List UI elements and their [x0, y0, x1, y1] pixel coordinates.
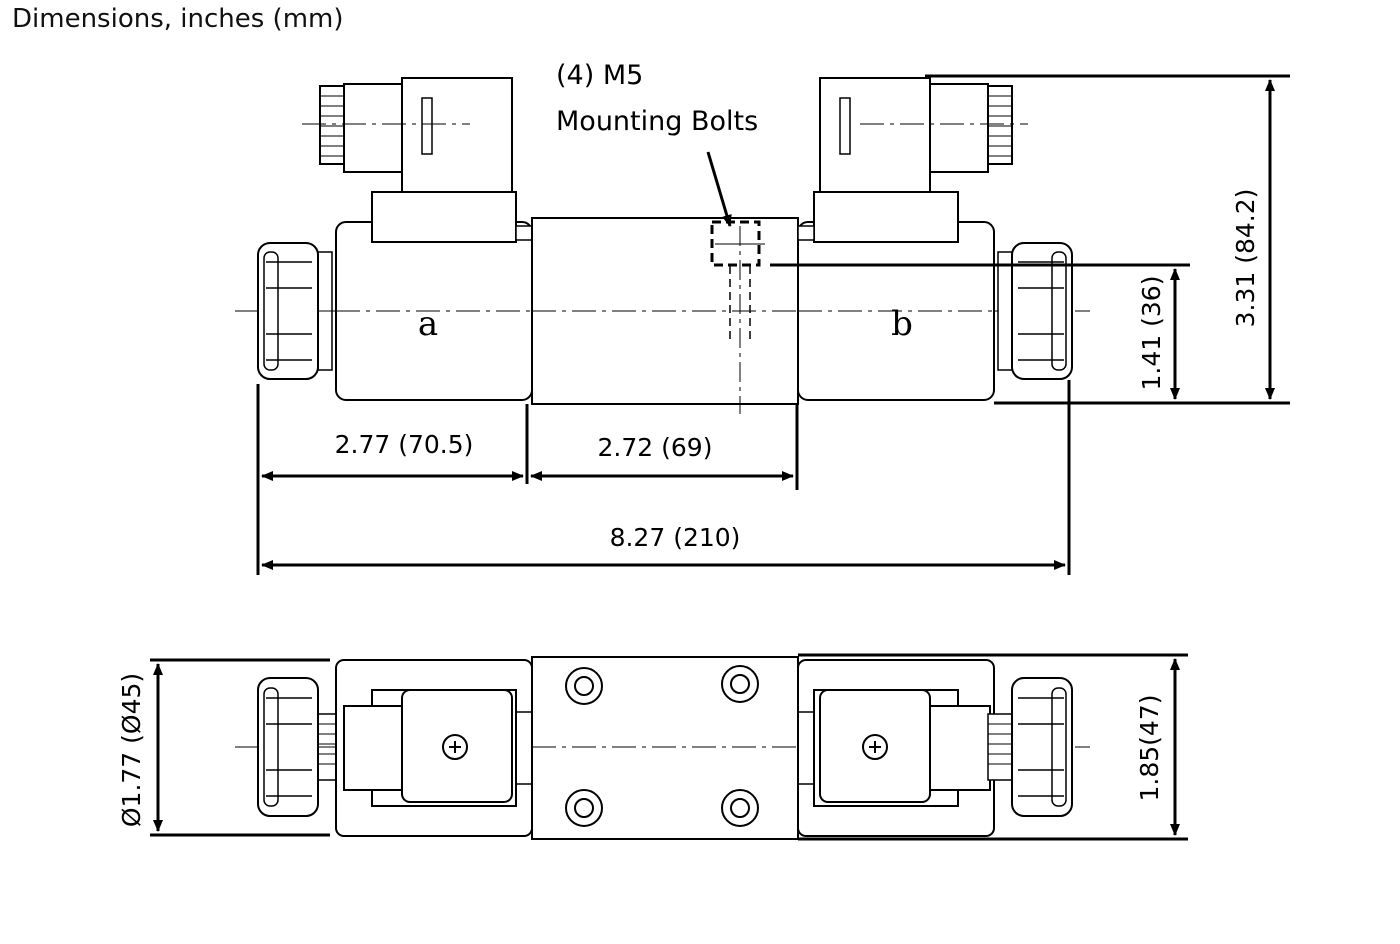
top-view	[235, 656, 1090, 840]
page-title: Dimensions, inches (mm)	[12, 4, 344, 34]
callout-leader	[706, 151, 732, 227]
dim-width-label: 1.85(47)	[1135, 695, 1164, 802]
callout-line-2: Mounting Bolts	[556, 106, 758, 137]
left-connector-base	[371, 191, 517, 243]
mounting-bolt-holes	[565, 665, 759, 827]
left-connector-plug	[302, 77, 513, 193]
front-view	[235, 77, 1090, 414]
dim-total-height-label: 3.31 (84.2)	[1231, 189, 1260, 328]
right-connector-plug	[819, 77, 1028, 193]
right-knurled-nut-top	[987, 677, 1073, 817]
callout-line-1: (4) M5	[556, 60, 643, 91]
front-dimensions	[256, 74, 1290, 575]
dim-overall-length-label: 8.27 (210)	[610, 523, 741, 552]
right-knurled-nut-front	[997, 242, 1073, 380]
left-knurled-nut-front	[257, 242, 333, 380]
mounting-bolt-hidden-lines	[715, 226, 765, 414]
mounting-bolt-highlight	[710, 220, 761, 267]
dim-center-height-label: 1.41 (36)	[1137, 276, 1166, 391]
dim-nut-diameter-label: Ø1.77 (Ø45)	[117, 673, 146, 827]
dim-body-length-label: 2.72 (69)	[598, 433, 713, 462]
dim-left-length-label: 2.77 (70.5)	[335, 430, 474, 459]
right-connector-base	[813, 191, 959, 243]
top-dimensions	[150, 653, 1188, 841]
side-label-a: a	[418, 304, 438, 344]
side-label-b: b	[891, 304, 913, 344]
left-knurled-nut-top	[257, 677, 343, 817]
